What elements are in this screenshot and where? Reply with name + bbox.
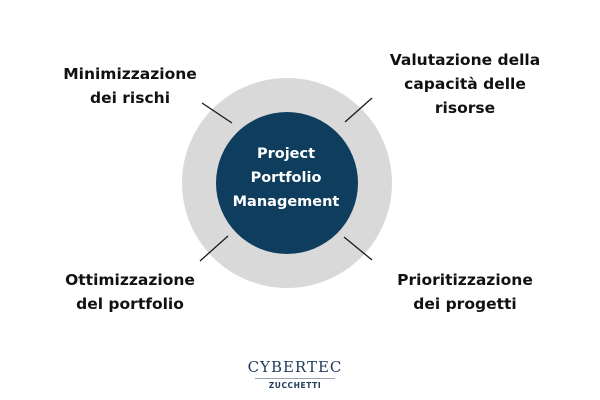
item-portfolio-optimization: Ottimizzazione del portfolio — [40, 268, 220, 316]
item-resource-capacity-line-2: capacità delle — [404, 75, 526, 93]
item-resource-capacity: Valutazione della capacità delle risorse — [380, 48, 550, 120]
connector-bottom-right — [343, 236, 373, 261]
item-project-prioritization: Prioritizzazione dei progetti — [370, 268, 560, 316]
item-portfolio-optimization-line-1: Ottimizzazione — [65, 271, 195, 289]
item-portfolio-optimization-line-2: del portfolio — [76, 295, 184, 313]
item-risk-minimization-line-2: dei rischi — [89, 89, 171, 107]
connector-top-left — [201, 102, 233, 124]
cybertec-logo: CYBERTEC ZUCCHETTI — [240, 358, 350, 391]
item-resource-capacity-line-1: Valutazione della — [389, 51, 541, 69]
center-label-line-3: Management — [232, 194, 340, 210]
center-label-line-2: Portfolio — [250, 170, 322, 186]
connector-top-right — [344, 97, 373, 123]
connector-bottom-left — [199, 235, 229, 262]
logo-subtitle: ZUCCHETTI — [268, 381, 322, 390]
item-project-prioritization-line-2: dei progetti — [413, 295, 517, 313]
center-label-line-1: Project — [256, 146, 316, 162]
item-resource-capacity-line-3: risorse — [434, 99, 496, 117]
center-circle — [216, 112, 358, 254]
item-project-prioritization-line-1: Prioritizzazione — [397, 271, 533, 289]
logo-divider — [255, 378, 335, 379]
item-risk-minimization-line-1: Minimizzazione — [63, 65, 197, 83]
center-label: Project Portfolio Management — [216, 142, 356, 214]
item-risk-minimization: Minimizzazione dei rischi — [40, 62, 220, 110]
logo-wordmark: CYBERTEC — [247, 358, 343, 376]
